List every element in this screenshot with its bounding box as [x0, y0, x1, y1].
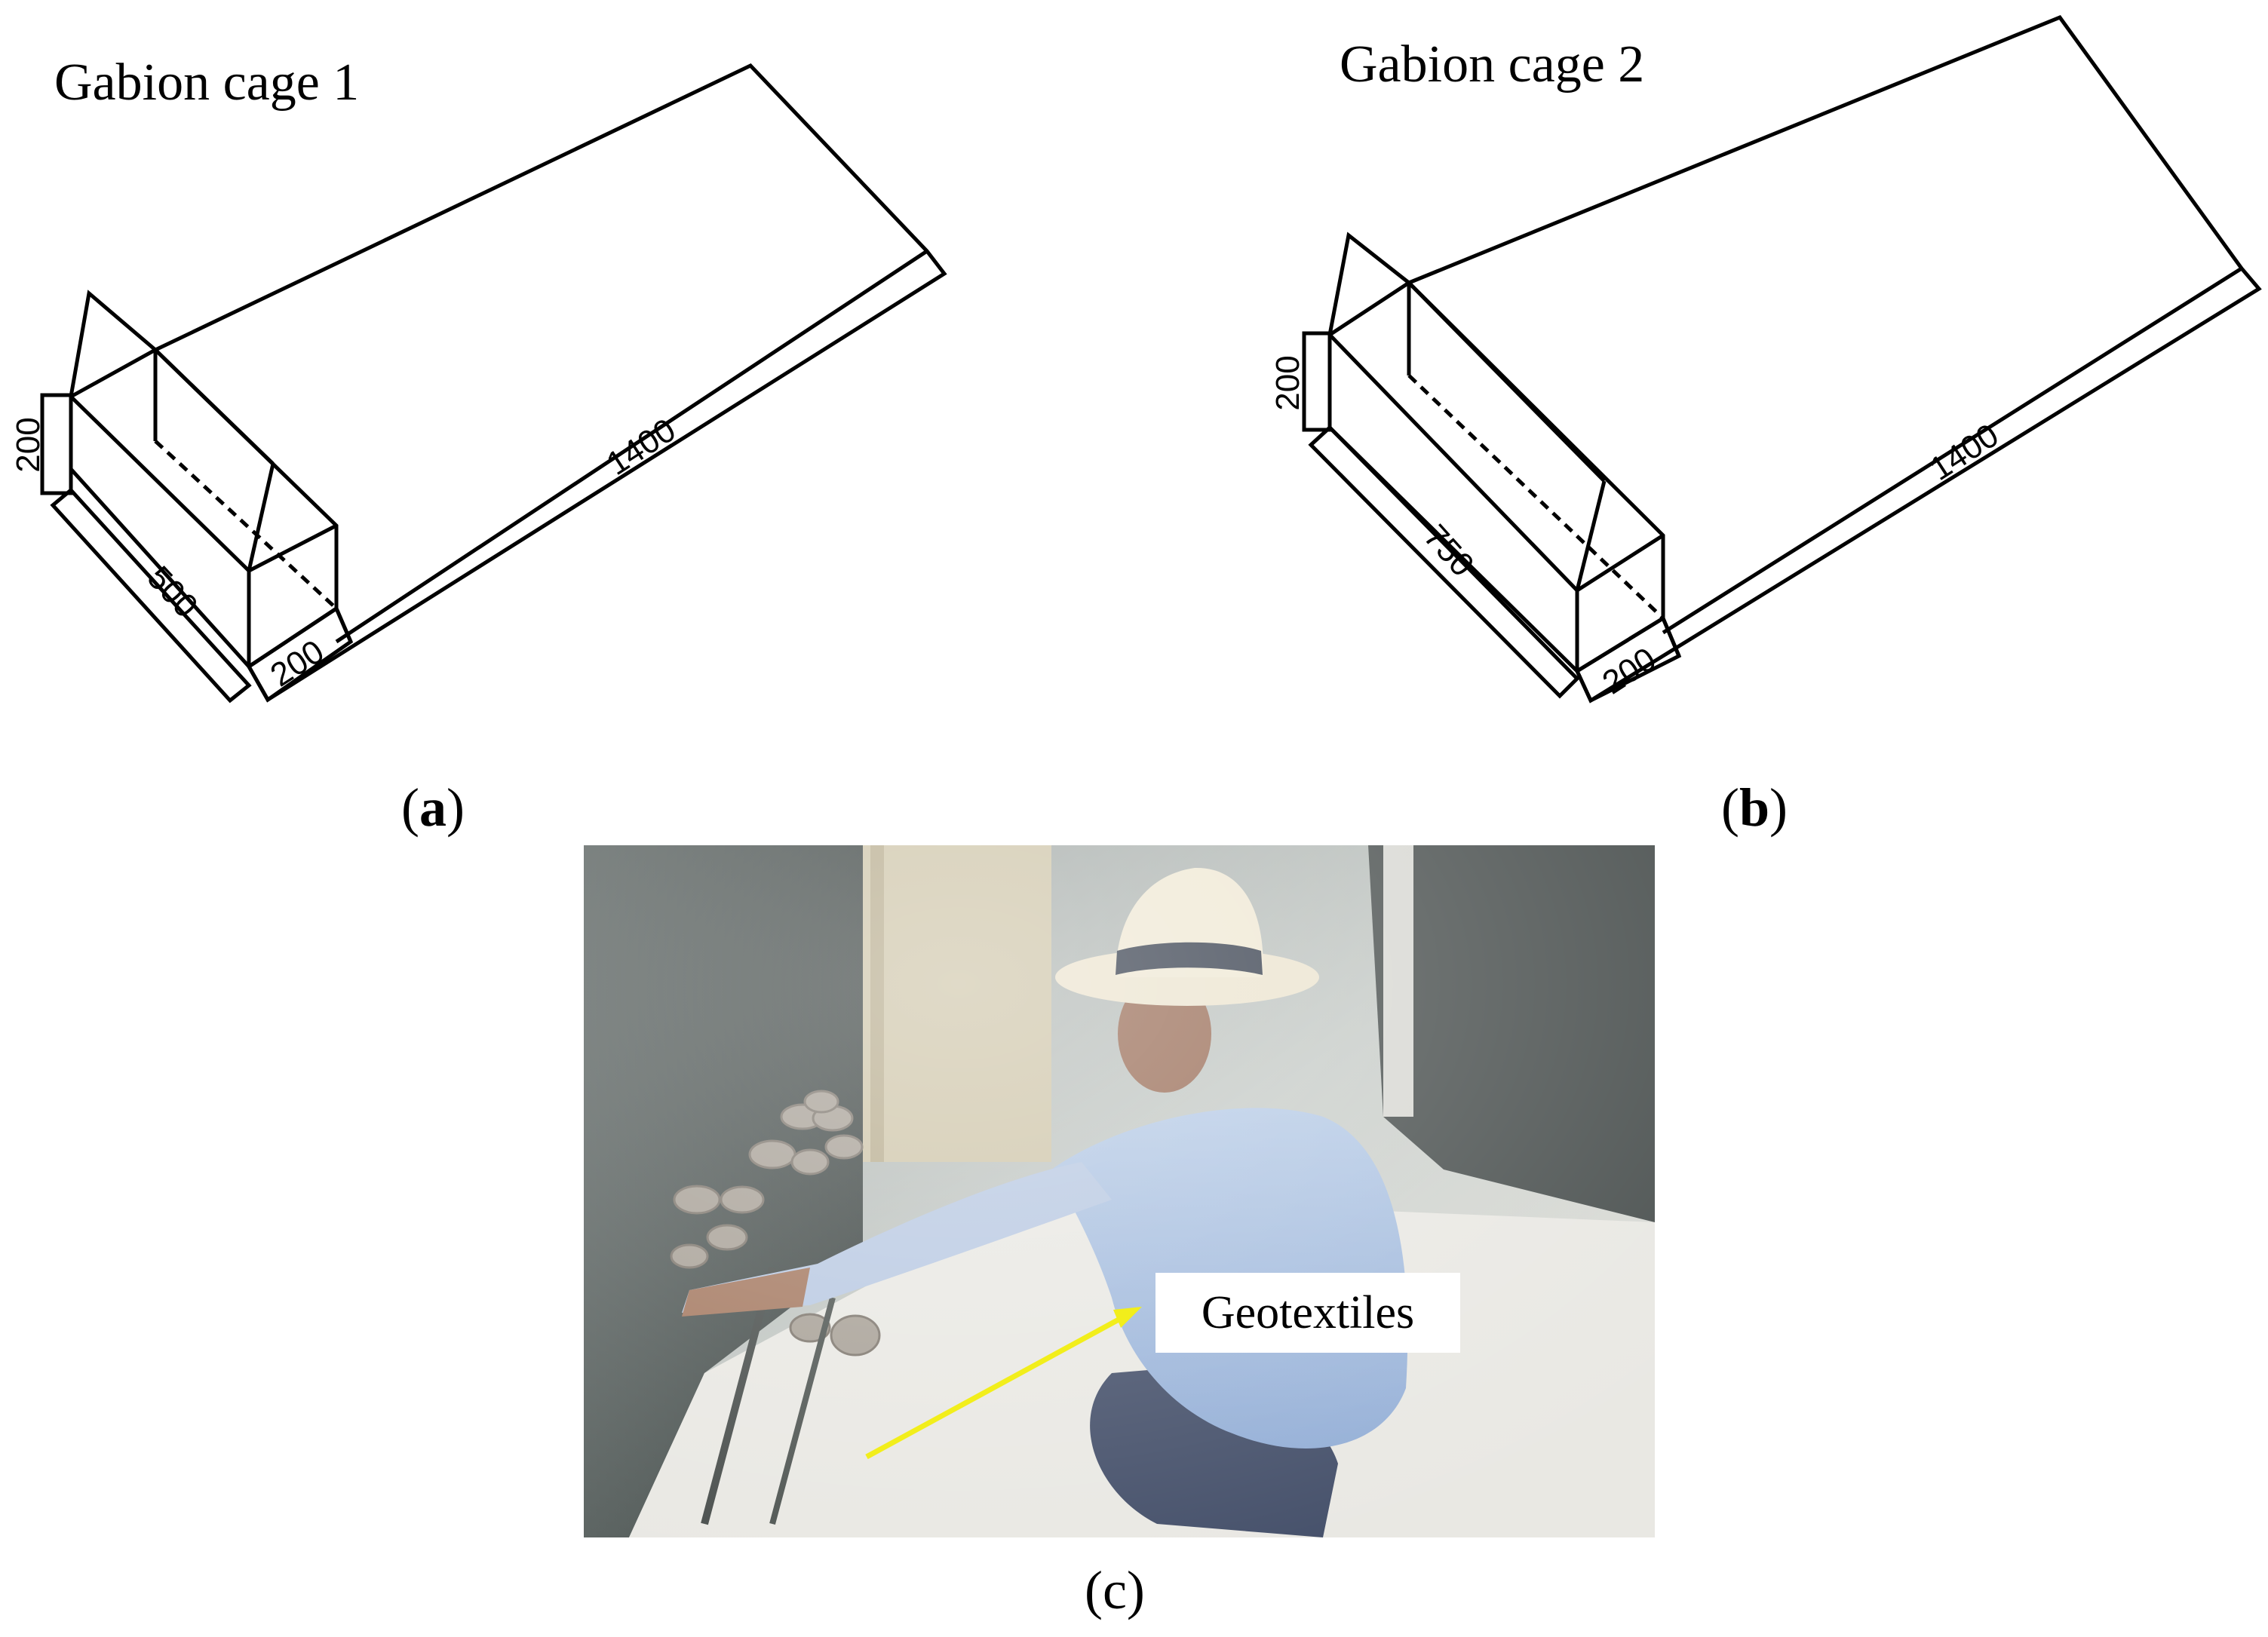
dim-height-b: 200 [1269, 355, 1306, 410]
channel-outline-b [1408, 14, 2262, 704]
cage-2-slope-drop [1575, 480, 1607, 591]
cage-1-edge-top [247, 523, 338, 573]
length-dim-strip-a [50, 487, 252, 704]
cage-2-edge-diag [1328, 333, 1579, 592]
panel-c-label: (c) [1085, 1560, 1145, 1620]
panel-b-label-letter: b [1739, 777, 1770, 838]
height-dim-box-a [40, 393, 73, 495]
cage-2-hidden-line [1407, 374, 1665, 620]
dim-width-a: 200 [264, 633, 330, 694]
gabion-cage-1-drawing [40, 63, 947, 704]
height-dim-box-b [1302, 331, 1332, 432]
length-dim-strip-b [1308, 425, 1580, 699]
geotextile-arrowhead [1113, 1307, 1142, 1328]
channel-edge-a [335, 249, 928, 644]
cage-1-slope-drop [247, 463, 275, 572]
cage-1-slope-plate [69, 290, 158, 441]
panel-b-label: (b) [1721, 777, 1788, 839]
panel-a-title: Gabion cage 1 [54, 54, 360, 112]
geotextile-arrow [865, 1311, 1130, 1460]
photo-scene [584, 845, 1655, 1537]
panel-b-title: Gabion cage 2 [1340, 35, 1645, 93]
panel-a-label-close: ) [446, 777, 465, 838]
width-dim-strip-a [246, 605, 354, 703]
width-dim-strip-b [1574, 615, 1682, 704]
panel-a-label-letter: a [419, 777, 447, 838]
cage-2-edge-top [1576, 533, 1665, 593]
panel-b-label-close: ) [1769, 777, 1788, 838]
gabion-photo [584, 845, 1655, 1537]
panel-a-label: (a) [401, 777, 465, 839]
dim-height-a: 200 [10, 417, 47, 472]
cage-1-edge-diag [69, 395, 250, 572]
cage-2-slope-plate [1327, 231, 1411, 376]
geotextiles-callout: Geotextiles [1155, 1273, 1460, 1353]
channel-edge-b [1662, 266, 2243, 635]
dim-channel-b: 1400 [1923, 417, 2006, 488]
panel-a-label-open: ( [401, 777, 419, 838]
gabion-cage-2-drawing [1302, 14, 2262, 704]
dim-length-a: 500 [140, 559, 205, 625]
cage-1-slope-diag [154, 348, 275, 465]
channel-outline-a [154, 63, 947, 703]
panel-b-label-open: ( [1721, 777, 1739, 838]
cage-2-slope-diag [1407, 281, 1606, 483]
cage-1-hidden-line [154, 440, 338, 610]
